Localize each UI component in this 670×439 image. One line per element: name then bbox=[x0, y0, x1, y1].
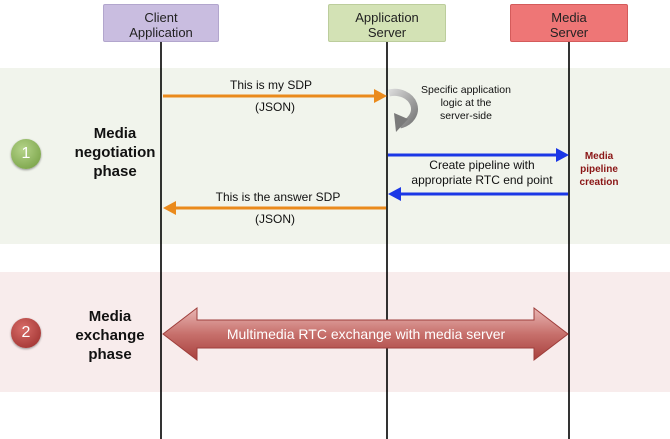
phase2-label: Media exchange phase bbox=[75, 308, 145, 363]
sdp-offer-label: This is my SDP bbox=[229, 78, 312, 92]
circular-arrow-icon bbox=[388, 88, 418, 132]
multimedia-exchange-label: Multimedia RTC exchange with media serve… bbox=[226, 326, 506, 342]
pipeline-creation-note: Media pipeline creation bbox=[579, 151, 619, 188]
sdp-answer-format-label: (JSON) bbox=[255, 212, 295, 226]
sdp-offer-arrow bbox=[163, 89, 387, 103]
phase1-number-badge: 1 bbox=[11, 139, 41, 169]
pipeline-response-arrow bbox=[388, 187, 568, 201]
phase1-label: Media negotiation phase bbox=[74, 125, 156, 180]
application-server-header: Application Server bbox=[328, 4, 446, 42]
sdp-answer-arrow bbox=[163, 201, 386, 215]
multimedia-exchange-arrow bbox=[162, 306, 569, 362]
app-logic-label: Specific application logic at the server… bbox=[421, 84, 511, 122]
sdp-offer-format-label: (JSON) bbox=[255, 100, 295, 114]
create-pipeline-label: Create pipeline with bbox=[429, 158, 535, 172]
rtc-endpoint-label: appropriate RTC end point bbox=[411, 173, 553, 187]
client-application-header: Client Application bbox=[103, 4, 219, 42]
phase2-number-badge: 2 bbox=[11, 318, 41, 348]
create-pipeline-arrow bbox=[388, 148, 569, 162]
media-server-header: Media Server bbox=[510, 4, 628, 42]
sdp-answer-label: This is the answer SDP bbox=[215, 190, 341, 204]
